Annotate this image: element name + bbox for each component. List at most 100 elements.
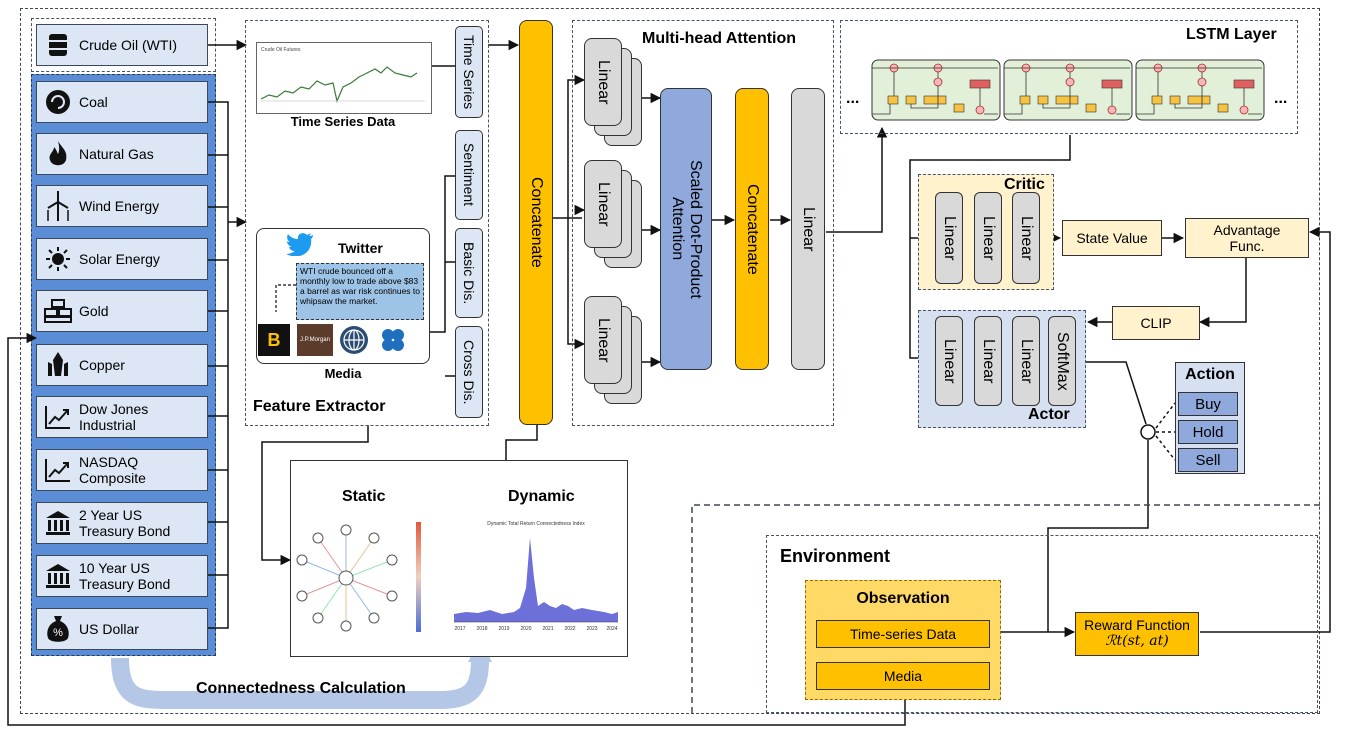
coal-icon	[43, 87, 73, 117]
wind-turbine-icon	[43, 191, 73, 221]
lstm-title: LSTM Layer	[1186, 26, 1277, 43]
price-series-image: Crude Oil Futures	[260, 47, 425, 103]
reward-formula: ℛt(st, at)	[1105, 633, 1169, 649]
attention-concatenate: Concatenate	[735, 88, 769, 370]
year-tick: 2018	[476, 626, 487, 632]
clip-box: CLIP	[1112, 306, 1200, 340]
concatenate-block: Concatenate	[519, 20, 553, 425]
year-tick: 2022	[564, 626, 575, 632]
asset-label: Natural Gas	[79, 146, 154, 162]
critic-linear-3: Linear	[1012, 192, 1040, 284]
dynamic-connectedness-chart: Dynamic Total Return Connectedness Index…	[454, 521, 618, 632]
environment-frame	[766, 535, 1318, 713]
asset-2y-treasury: 2 Year US Treasury Bond	[36, 502, 208, 544]
lstm-ellipsis-right: ...	[1274, 90, 1288, 107]
asset-wind-energy: Wind Energy	[36, 185, 208, 227]
gold-bars-icon	[43, 296, 73, 326]
line-chart-icon	[43, 402, 73, 432]
state-value-box: State Value	[1062, 220, 1162, 256]
asset-natural-gas: Natural Gas	[36, 133, 208, 175]
observation-media: Media	[816, 662, 990, 690]
twitter-bird-icon	[286, 232, 314, 261]
reward-function-box: Reward Function ℛt(st, at)	[1075, 612, 1199, 656]
attention-title: Multi-head Attention	[642, 30, 797, 47]
asset-label: Copper	[79, 357, 125, 373]
year-tick: 2019	[498, 626, 509, 632]
lstm-ellipsis-left: ...	[846, 90, 860, 107]
outer-frame	[20, 8, 1320, 714]
actor-softmax: SoftMax	[1048, 316, 1076, 406]
asset-label: 2 Year US Treasury Bond	[79, 507, 171, 539]
actor-linear-3: Linear	[1012, 316, 1040, 406]
opec-icon	[377, 324, 409, 361]
year-tick: 2017	[454, 626, 465, 632]
dynamic-chart-title: Dynamic Total Return Connectedness Index	[487, 521, 585, 527]
time-series-caption: Time Series Data	[290, 114, 396, 129]
asset-label: Dow Jones Industrial	[79, 401, 149, 433]
svg-text:%: %	[53, 627, 63, 639]
asset-label: Crude Oil (WTI)	[79, 37, 177, 53]
asset-coal: Coal	[36, 81, 208, 123]
asset-10y-treasury: 10 Year US Treasury Bond	[36, 555, 208, 597]
svg-text:Crude Oil Futures: Crude Oil Futures	[261, 47, 301, 53]
asset-label: Solar Energy	[79, 251, 160, 267]
scaled-dot-product-attention: Scaled Dot-Product Attention	[660, 88, 712, 370]
bank-icon	[43, 508, 73, 538]
action-buy: Buy	[1178, 392, 1238, 416]
asset-label: NASDAQ Composite	[79, 454, 146, 486]
connectedness-calculation-label: Connectedness Calculation	[196, 680, 406, 697]
actor-linear-1: Linear	[935, 316, 963, 406]
actor-linear-2: Linear	[974, 316, 1002, 406]
advantage-function-box: Advantage Func.	[1185, 218, 1309, 258]
critic-linear-2: Linear	[974, 192, 1002, 284]
linear-head-2: Linear	[584, 160, 622, 248]
linear-head-3: Linear	[584, 296, 622, 384]
asset-nasdaq: NASDAQ Composite	[36, 449, 208, 491]
bloomberg-logo: B	[258, 324, 290, 356]
jpmorgan-logo: J.P.Morgan	[297, 324, 333, 356]
time-series-chart-image: Crude Oil Futures	[256, 42, 432, 114]
asset-label: Gold	[79, 303, 109, 319]
feature-extractor-title: Feature Extractor	[253, 398, 386, 415]
feature-extractor-frame	[245, 20, 489, 426]
attention-output-linear: Linear	[791, 88, 825, 370]
asset-dow-jones: Dow Jones Industrial	[36, 396, 208, 438]
flame-icon	[43, 139, 73, 169]
feature-basic-dis: Basic Dis.	[455, 228, 483, 318]
static-label: Static	[342, 488, 386, 505]
observation-time-series: Time-series Data	[816, 620, 990, 648]
asset-label: Wind Energy	[79, 198, 160, 214]
observation-title: Observation	[856, 590, 950, 607]
twitter-label: Twitter	[338, 240, 383, 256]
year-tick: 2024	[606, 626, 617, 632]
asset-label: US Dollar	[79, 621, 139, 637]
asset-label: Coal	[79, 94, 108, 110]
critic-linear-1: Linear	[935, 192, 963, 284]
asset-crude-oil: Crude Oil (WTI)	[36, 24, 208, 66]
media-caption: Media	[324, 366, 362, 381]
asset-us-dollar: % US Dollar	[36, 608, 208, 650]
copper-crystal-icon	[43, 350, 73, 380]
action-sell: Sell	[1178, 448, 1238, 472]
line-chart-icon	[43, 455, 73, 485]
action-hold: Hold	[1178, 420, 1238, 444]
money-bag-icon: %	[43, 614, 73, 644]
tweet-text: WTI crude bounced off a monthly low to t…	[296, 263, 424, 320]
static-network-image	[296, 522, 421, 632]
feature-sentiment: Sentiment	[455, 130, 483, 220]
linear-head-1: Linear	[584, 38, 622, 126]
barrel-icon	[43, 30, 73, 60]
feature-cross-dis: Cross Dis.	[455, 326, 483, 418]
asset-gold: Gold	[36, 290, 208, 332]
sun-icon	[43, 244, 73, 274]
lstm-cells	[871, 59, 1265, 121]
asset-label: 10 Year US Treasury Bond	[79, 560, 171, 592]
attention-frame	[572, 20, 834, 426]
feature-time-series: Time Series	[455, 26, 483, 118]
bank-icon	[43, 561, 73, 591]
actor-title: Actor	[1028, 406, 1070, 423]
year-tick: 2020	[520, 626, 531, 632]
asset-solar-energy: Solar Energy	[36, 238, 208, 280]
world-bank-icon	[338, 324, 370, 361]
